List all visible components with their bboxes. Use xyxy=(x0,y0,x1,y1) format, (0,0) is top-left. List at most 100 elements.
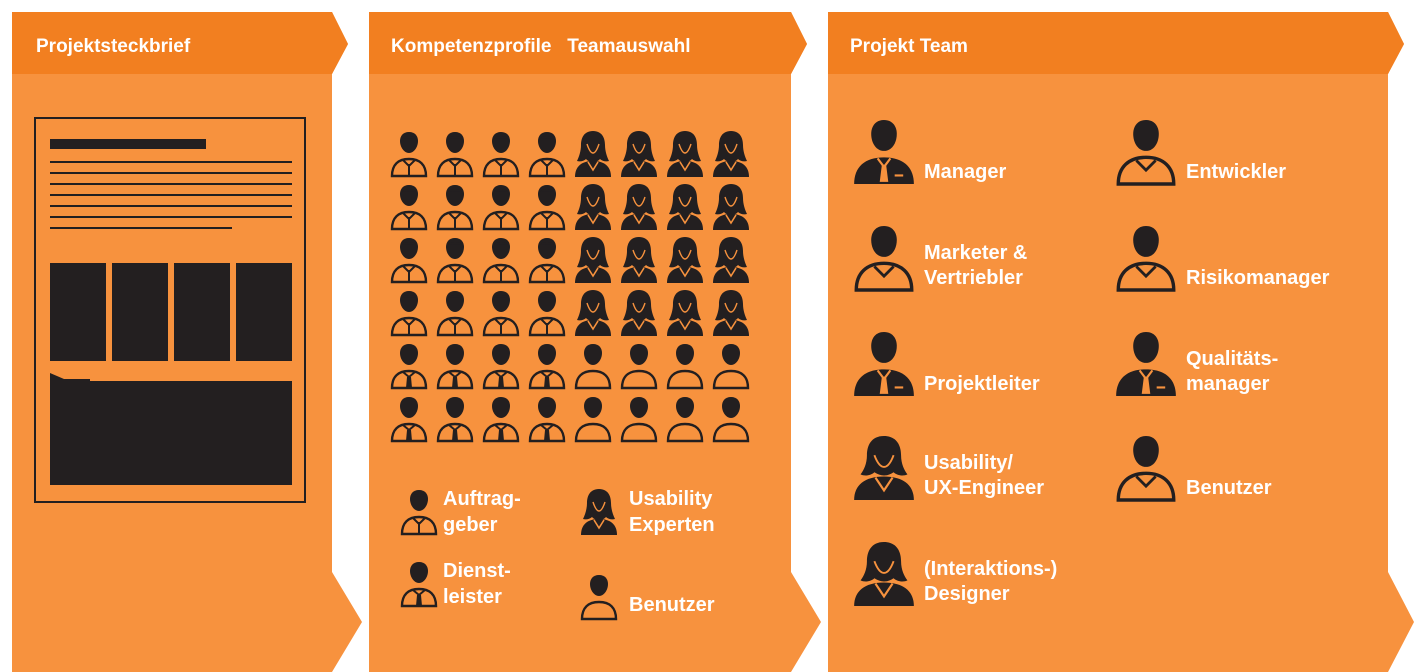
service-provider-person-icon xyxy=(399,559,439,609)
doc-line xyxy=(50,205,292,207)
user-icon xyxy=(1114,432,1178,504)
client-person-icon xyxy=(482,130,520,178)
role-label: Risikomanager xyxy=(1186,266,1330,289)
quality-manager-icon xyxy=(1114,328,1178,400)
panel-title: Kompetenzprofile Teamauswahl xyxy=(391,36,691,57)
panel-title: Projektsteckbrief xyxy=(36,36,191,57)
client-person-icon xyxy=(482,236,520,284)
role-label: Qualitäts- manager xyxy=(1186,348,1279,395)
service-provider-person-icon xyxy=(528,395,566,443)
doc-image-block xyxy=(174,263,230,361)
role-label: Entwickler xyxy=(1186,160,1287,183)
service-provider-person-icon xyxy=(482,342,520,390)
client-person-icon xyxy=(436,289,474,337)
doc-line xyxy=(50,194,292,196)
role-projektleiter: Projektleiter xyxy=(852,328,1040,400)
legend-label: Dienst- leister xyxy=(443,560,511,608)
client-person-icon xyxy=(436,183,474,231)
client-person-icon xyxy=(436,236,474,284)
client-person-icon xyxy=(399,487,439,537)
user-person-icon xyxy=(579,572,619,622)
usability-expert-person-icon xyxy=(574,130,612,178)
client-person-icon xyxy=(436,130,474,178)
client-person-icon xyxy=(528,130,566,178)
risk-manager-icon xyxy=(1114,222,1178,294)
panel-projektsteckbrief: Projektsteckbrief xyxy=(12,12,362,672)
doc-line xyxy=(50,172,292,174)
legend-label: Benutzer xyxy=(629,594,715,616)
role-label: Benutzer xyxy=(1186,476,1272,499)
user-person-icon xyxy=(666,342,704,390)
client-person-icon xyxy=(528,183,566,231)
role-label: Marketer & Vertriebler xyxy=(924,242,1028,289)
doc-tab-notch xyxy=(50,373,90,383)
user-person-icon xyxy=(712,395,750,443)
client-person-icon xyxy=(390,130,428,178)
service-provider-person-icon xyxy=(390,342,428,390)
role-entwickler: Entwickler xyxy=(1114,116,1286,188)
role-label: Manager xyxy=(924,160,1007,183)
usability-expert-person-icon xyxy=(666,130,704,178)
designer-icon xyxy=(852,538,916,610)
role-label: Usability/ UX-Engineer xyxy=(924,452,1045,499)
doc-image-block xyxy=(50,263,106,361)
people-grid xyxy=(389,130,759,470)
user-person-icon xyxy=(620,395,658,443)
role-marketer: Marketer & Vertriebler xyxy=(852,222,1027,294)
user-person-icon xyxy=(574,342,612,390)
panel-arrow-shape xyxy=(369,12,821,672)
client-person-icon xyxy=(482,289,520,337)
role-qualitaetsmanager: Qualitäts- manager xyxy=(1114,328,1278,400)
doc-image-block xyxy=(236,263,292,361)
usability-expert-person-icon xyxy=(666,183,704,231)
usability-expert-person-icon xyxy=(579,487,619,537)
usability-expert-person-icon xyxy=(712,236,750,284)
doc-line xyxy=(50,161,292,163)
manager-icon xyxy=(852,116,916,188)
usability-expert-person-icon xyxy=(574,236,612,284)
role-risikomanager: Risikomanager xyxy=(1114,222,1329,294)
usability-expert-person-icon xyxy=(712,183,750,231)
project-leader-icon xyxy=(852,328,916,400)
legend-label: Auftrag- geber xyxy=(443,488,521,536)
ux-engineer-icon xyxy=(852,432,916,504)
legend-item-benutzer: Benutzer xyxy=(579,572,715,622)
service-provider-person-icon xyxy=(436,395,474,443)
client-person-icon xyxy=(390,236,428,284)
role-benutzer: Benutzer xyxy=(1114,432,1272,504)
service-provider-person-icon xyxy=(528,342,566,390)
usability-expert-person-icon xyxy=(620,183,658,231)
marketer-icon xyxy=(852,222,916,294)
panel-arrow-shape xyxy=(828,12,1414,672)
doc-image-block xyxy=(112,263,168,361)
panel-title: Projekt Team xyxy=(850,36,968,57)
usability-expert-person-icon xyxy=(666,236,704,284)
role-designer: (Interaktions-) Designer xyxy=(852,538,1057,610)
client-person-icon xyxy=(390,183,428,231)
doc-line xyxy=(50,227,232,229)
client-person-icon xyxy=(390,289,428,337)
user-person-icon xyxy=(712,342,750,390)
client-person-icon xyxy=(528,236,566,284)
usability-expert-person-icon xyxy=(620,289,658,337)
legend-item-usability-experten: Usability Experten xyxy=(579,486,715,538)
usability-expert-person-icon xyxy=(574,289,612,337)
legend-item-dienstleister: Dienst- leister xyxy=(399,558,511,610)
panel-kompetenzprofile-teamauswahl: Kompetenzprofile Teamauswahl Auftrag- ge… xyxy=(369,12,823,672)
service-provider-person-icon xyxy=(436,342,474,390)
role-ux-engineer: Usability/ UX-Engineer xyxy=(852,432,1044,504)
service-provider-person-icon xyxy=(390,395,428,443)
client-person-icon xyxy=(482,183,520,231)
usability-expert-person-icon xyxy=(666,289,704,337)
usability-expert-person-icon xyxy=(620,236,658,284)
client-person-icon xyxy=(528,289,566,337)
doc-line xyxy=(50,216,292,218)
role-manager: Manager xyxy=(852,116,1006,188)
user-person-icon xyxy=(666,395,704,443)
user-person-icon xyxy=(574,395,612,443)
doc-text-block xyxy=(50,381,292,485)
people-grid-svg xyxy=(390,130,750,443)
doc-heading-bar xyxy=(50,139,206,149)
service-provider-person-icon xyxy=(482,395,520,443)
role-label: Projektleiter xyxy=(924,372,1040,395)
